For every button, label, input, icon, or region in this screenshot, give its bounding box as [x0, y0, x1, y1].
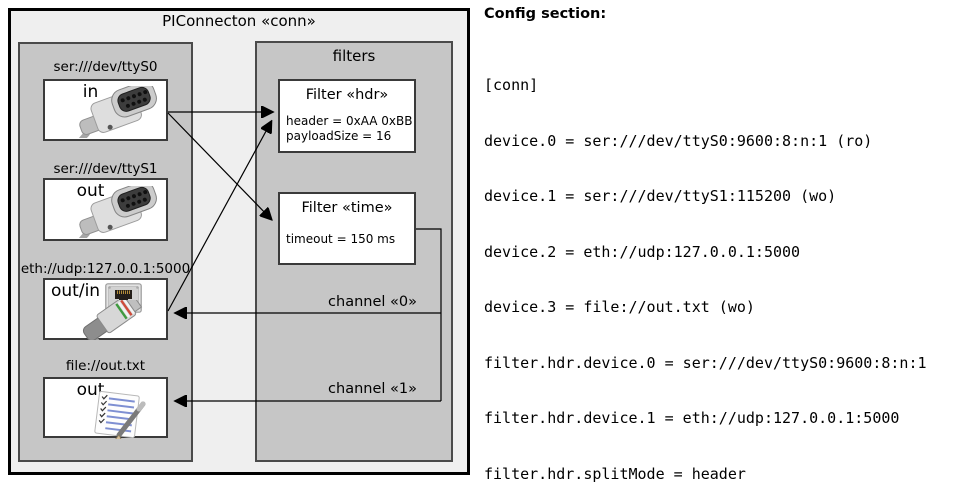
diagram-title: PIConnecton «conn» [162, 12, 316, 30]
channel-1-label: channel «1» [328, 381, 417, 397]
device-url-label-file: file://out.txt [65, 358, 146, 374]
config-line: device.2 = eth://udp:127.0.0.1:5000 [484, 242, 801, 261]
config-line: filter.hdr.splitMode = header [484, 464, 746, 483]
filter-hdr-title: Filter «hdr» [305, 87, 389, 103]
device-box-ttys1: out [43, 178, 168, 241]
ethernet-plug-photo [82, 300, 143, 340]
serial-connector-photo [70, 86, 157, 138]
config-line: filter.hdr.device.0 = ser:///dev/ttyS0:9… [484, 353, 927, 372]
config-lines: [conn] device.0 = ser:///dev/ttyS0:9600:… [484, 39, 936, 484]
device-url-label-ttys0: ser:///dev/ttyS0 [53, 59, 158, 75]
device-url-label-eth: eth://udp:127.0.0.1:5000 [20, 261, 191, 277]
config-heading: Config section: [484, 6, 607, 22]
device-mode-label: out/in [51, 281, 101, 301]
config-line: filter.hdr.device.1 = eth://udp:127.0.0.… [484, 409, 900, 427]
filter-hdr-property: header = 0xAA 0xBB [286, 114, 413, 128]
filter-hdr-box: Filter «hdr» header = 0xAA 0xBB payloadS… [278, 79, 416, 153]
device-box-file: out [43, 377, 168, 439]
filter-hdr-property: payloadSize = 16 [286, 129, 392, 143]
config-section: Config section: [conn] device.0 = ser://… [484, 6, 936, 484]
filter-time-box: Filter «time» timeout = 150 ms [278, 192, 416, 265]
device-mode-label: out [76, 380, 105, 400]
serial-connector-photo [70, 186, 157, 238]
device-box-ttys0: in [43, 79, 168, 141]
device-mode-label: out [76, 181, 105, 201]
device-mode-label: in [82, 82, 99, 102]
channel-0-label: channel «0» [328, 294, 417, 310]
config-line: device.0 = ser:///dev/ttyS0:9600:8:n:1 (… [484, 131, 873, 150]
device-url-label-ttys1: ser:///dev/ttyS1 [53, 161, 158, 177]
filter-time-property: timeout = 150 ms [286, 232, 396, 246]
filters-panel-title: filters [332, 47, 376, 65]
filter-time-title: Filter «time» [301, 200, 393, 216]
config-line: [conn] [484, 76, 539, 94]
notepad-pen-icon [94, 391, 146, 439]
device-box-eth: out/in [43, 278, 168, 340]
config-line: device.3 = file://out.txt (wo) [484, 298, 755, 316]
config-line: device.1 = ser:///dev/ttyS1:115200 (wo) [484, 187, 837, 205]
